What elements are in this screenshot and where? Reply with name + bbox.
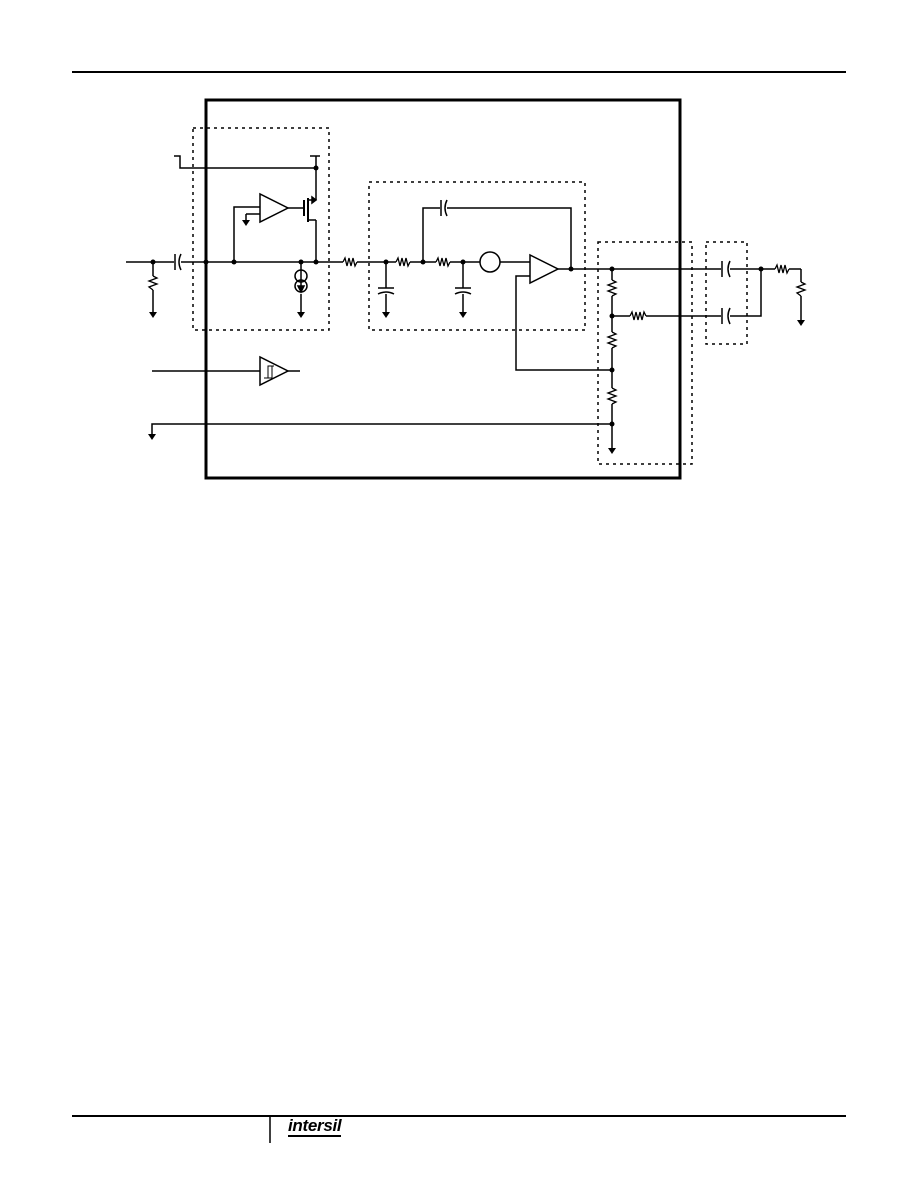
filter-block — [368, 181, 586, 331]
buffer-op-amp-icon — [259, 192, 290, 224]
series-resistor-1-icon — [342, 256, 358, 268]
ground-icons — [148, 220, 805, 454]
ground-icon — [297, 312, 305, 318]
ground-icon — [608, 448, 616, 454]
resistor-icons — [147, 256, 807, 405]
input-bias-block — [192, 127, 330, 331]
ground-icon — [149, 312, 157, 318]
series-resistor-3-icon — [435, 256, 451, 268]
ground-icon — [459, 312, 467, 318]
intersil-logo: intersil — [288, 1116, 342, 1137]
filter-capacitor-2-icon — [454, 287, 472, 295]
tap-resistor-icon — [629, 310, 647, 321]
capacitor-icons — [174, 199, 731, 325]
ground-icon — [148, 434, 156, 440]
divider-resistor-1-icon — [606, 279, 618, 297]
current-source-icon — [294, 269, 308, 294]
output-capacitor-2-icon — [721, 307, 731, 325]
output-capacitor-1-icon — [721, 260, 731, 278]
ground-icon — [382, 312, 390, 318]
divider-resistor-3-icon — [606, 387, 618, 405]
ground-icon — [797, 320, 805, 326]
chip-boundary — [204, 98, 682, 480]
junction-dots — [150, 165, 764, 427]
output-divider-block — [597, 241, 693, 465]
mosfet-icon — [303, 195, 318, 222]
summing-node-icon — [479, 251, 501, 273]
wires — [126, 155, 802, 448]
output-series-resistor-icon — [774, 263, 790, 275]
dotted-blocks — [192, 127, 748, 465]
input-resistor-icon — [147, 275, 159, 291]
series-resistor-2-icon — [395, 256, 411, 268]
filter-capacitor-1-icon — [377, 287, 395, 295]
divider-resistor-2-icon — [606, 331, 618, 349]
input-capacitor-icon — [174, 253, 182, 271]
load-resistor-icon — [795, 281, 807, 297]
ground-icon — [242, 220, 250, 226]
feedback-capacitor-icon — [440, 199, 448, 217]
output-op-amp-icon — [529, 253, 560, 285]
schmitt-trigger-icon — [259, 355, 290, 387]
external-cap-block — [705, 241, 748, 345]
